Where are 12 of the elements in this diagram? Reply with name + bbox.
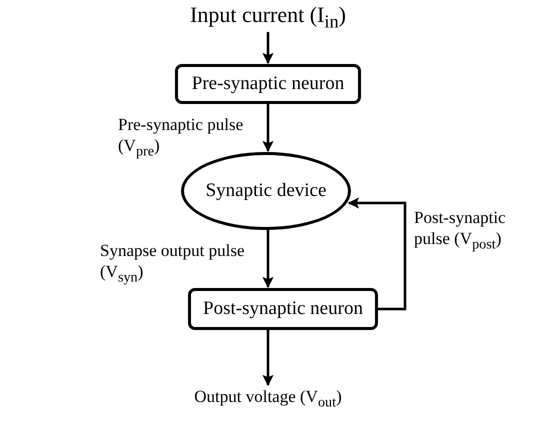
edge-label: Synapse output pulse (V$_{syn}$) <box>100 240 246 288</box>
arrow <box>262 230 274 288</box>
arrow <box>262 330 274 386</box>
edge-label: Post-synaptic pulse (V$_{post}$) <box>414 207 507 254</box>
signal-text: Input current (I$_{in}$) <box>190 2 346 32</box>
arrow <box>262 32 274 64</box>
arrow <box>348 197 406 310</box>
process-box: Post-synaptic neuron <box>188 288 378 330</box>
arrow <box>262 104 274 152</box>
process-box: Pre-synaptic neuron <box>175 64 361 104</box>
signal-text: Output voltage (V$_{out}$) <box>194 387 342 411</box>
device-ellipse: Synaptic device <box>181 152 351 230</box>
